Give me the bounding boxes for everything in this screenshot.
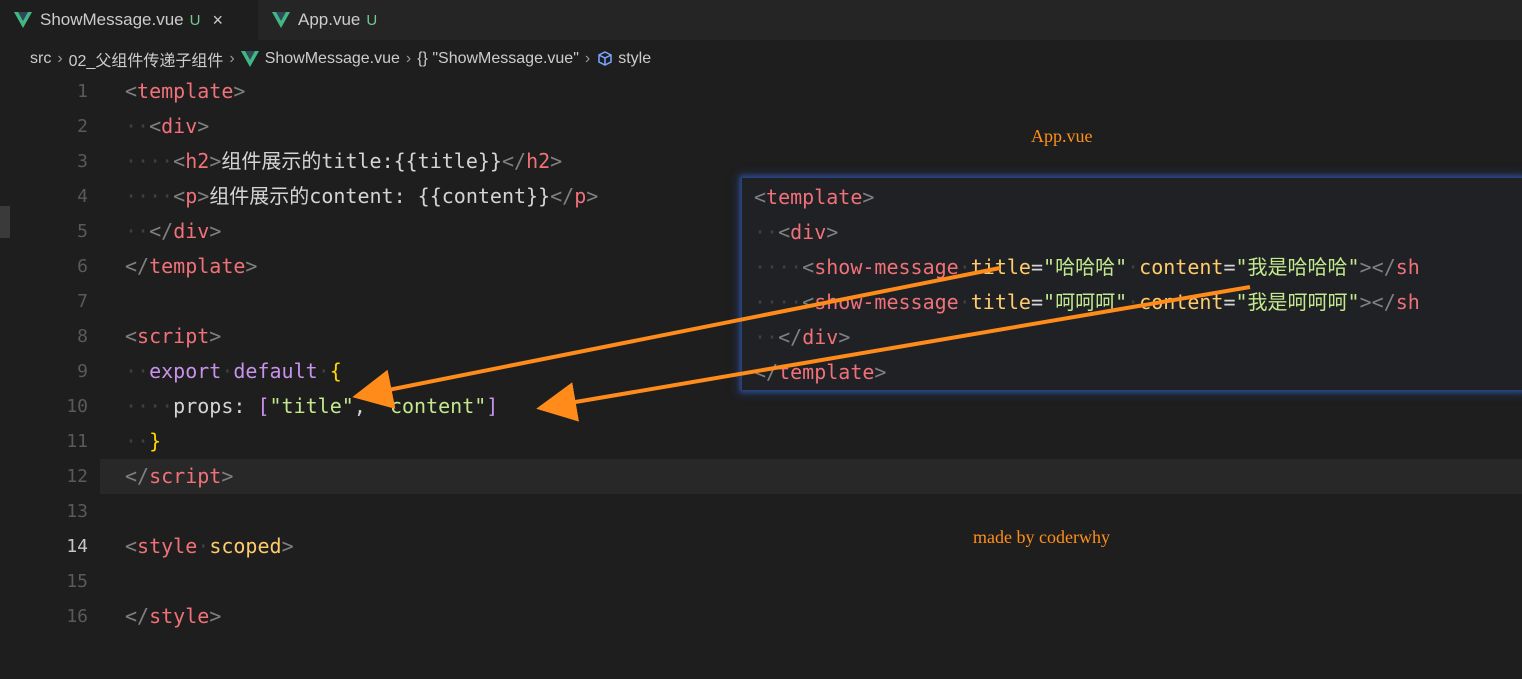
line-number: 15 xyxy=(66,571,88,592)
tab-showmessage[interactable]: ShowMessage.vue U × xyxy=(0,0,258,40)
code-line[interactable]: 5 ··</div> xyxy=(0,214,1522,249)
code-text: </script> xyxy=(125,464,234,488)
code-line[interactable]: 15 xyxy=(0,564,1522,599)
vue-logo-icon xyxy=(272,12,290,28)
code-line[interactable]: 8 <script> xyxy=(0,319,1522,354)
panel-code-line: ··<div> xyxy=(754,220,839,244)
code-line[interactable]: 11 ··} xyxy=(0,424,1522,459)
line-number: 4 xyxy=(77,186,88,207)
tab-label: ShowMessage.vue xyxy=(40,10,184,29)
cube-icon xyxy=(598,51,612,66)
vue-logo-icon xyxy=(240,51,259,67)
tab-app[interactable]: App.vue U xyxy=(258,0,398,40)
breadcrumb-item[interactable]: src xyxy=(30,50,52,67)
line-number: 5 xyxy=(77,221,88,242)
chevron-right-icon: › xyxy=(405,50,412,67)
panel-code-line: ··</div> xyxy=(754,325,851,349)
code-text: ····props: ["title", "content"] xyxy=(125,394,499,418)
overlay-title: App.vue xyxy=(1031,126,1093,146)
code-line[interactable]: 7 xyxy=(0,284,1522,319)
code-line[interactable]: 16 </style> xyxy=(0,599,1522,634)
code-text: </template> xyxy=(125,254,258,278)
panel-code-line: ····<show-message·title="哈哈哈"·content="我… xyxy=(754,255,1420,279)
code-text: ··<div> xyxy=(125,114,210,138)
code-line[interactable]: 6 </template> xyxy=(0,249,1522,284)
tab-label: App.vue xyxy=(298,10,361,29)
tab-bar: ShowMessage.vue U × App.vue U xyxy=(0,0,1522,40)
current-line-highlight xyxy=(100,459,1522,494)
code-line[interactable]: 14 <style·scoped> xyxy=(0,529,1522,564)
code-line[interactable]: 1 <template> xyxy=(0,74,1522,109)
code-text: ····<p>组件展示的content: {{content}}</p> xyxy=(125,184,599,208)
code-line[interactable]: 10 ····props: ["title", "content"] xyxy=(0,389,1522,424)
chevron-right-icon: › xyxy=(584,50,591,67)
line-number: 8 xyxy=(77,326,88,347)
line-number: 6 xyxy=(77,256,88,277)
code-text: ··} xyxy=(125,429,162,453)
line-number: 13 xyxy=(66,501,88,522)
breadcrumb-item[interactable]: ShowMessage.vue xyxy=(264,50,400,67)
line-number: 11 xyxy=(66,431,88,452)
code-text: <style·scoped> xyxy=(125,534,294,558)
code-line[interactable]: 4 ····<p>组件展示的content: {{content}}</p> xyxy=(0,179,1522,214)
code-line[interactable]: 9 ··export·default·{ xyxy=(0,354,1522,389)
line-number: 14 xyxy=(66,536,88,557)
vue-logo-icon xyxy=(14,12,32,28)
breadcrumb-item[interactable]: {} "ShowMessage.vue" xyxy=(417,50,579,67)
breadcrumb-item[interactable]: 02_父组件传递子组件 xyxy=(68,53,224,70)
arrow-content-prop xyxy=(536,285,1251,422)
chevron-right-icon: › xyxy=(57,50,63,67)
code-text: ··</div> xyxy=(125,219,222,243)
code-text: <script> xyxy=(125,324,222,348)
arrow-title-prop xyxy=(352,266,1001,409)
app-vue-code-panel: <template> ··<div> ····<show-message·tit… xyxy=(742,178,1522,390)
gutter-change-marker xyxy=(0,206,10,238)
code-text: </style> xyxy=(125,604,222,628)
line-number: 7 xyxy=(77,291,88,312)
line-number: 3 xyxy=(77,151,88,172)
code-line[interactable]: 3 ····<h2>组件展示的title:{{title}}</h2> xyxy=(0,144,1522,179)
line-number: 12 xyxy=(66,466,88,487)
code-line[interactable]: 12 </script> xyxy=(0,459,1522,494)
overlay-credit: made by coderwhy xyxy=(973,527,1110,547)
code-text: ····<h2>组件展示的title:{{title}}</h2> xyxy=(125,149,563,173)
breadcrumb-item[interactable]: style xyxy=(618,50,652,67)
panel-code-line: <template> xyxy=(754,185,875,209)
line-number: 16 xyxy=(66,606,88,627)
code-text: <template> xyxy=(125,79,246,103)
line-number: 9 xyxy=(77,361,88,382)
line-number: 10 xyxy=(66,396,88,417)
tab-status-badge: U xyxy=(189,11,201,29)
code-text: ··export·default·{ xyxy=(125,359,342,383)
tab-status-badge: U xyxy=(366,11,378,29)
chevron-right-icon: › xyxy=(229,50,235,67)
code-line[interactable]: 13 xyxy=(0,494,1522,529)
close-icon[interactable]: × xyxy=(212,9,223,30)
panel-code-line: ····<show-message·title="呵呵呵"·content="我… xyxy=(754,290,1420,314)
line-number: 2 xyxy=(77,116,88,137)
breadcrumb: src › 02_父组件传递子组件 › ShowMessage.vue › {}… xyxy=(30,46,651,72)
line-number: 1 xyxy=(77,81,88,102)
code-line[interactable]: 2 ··<div> xyxy=(0,109,1522,144)
